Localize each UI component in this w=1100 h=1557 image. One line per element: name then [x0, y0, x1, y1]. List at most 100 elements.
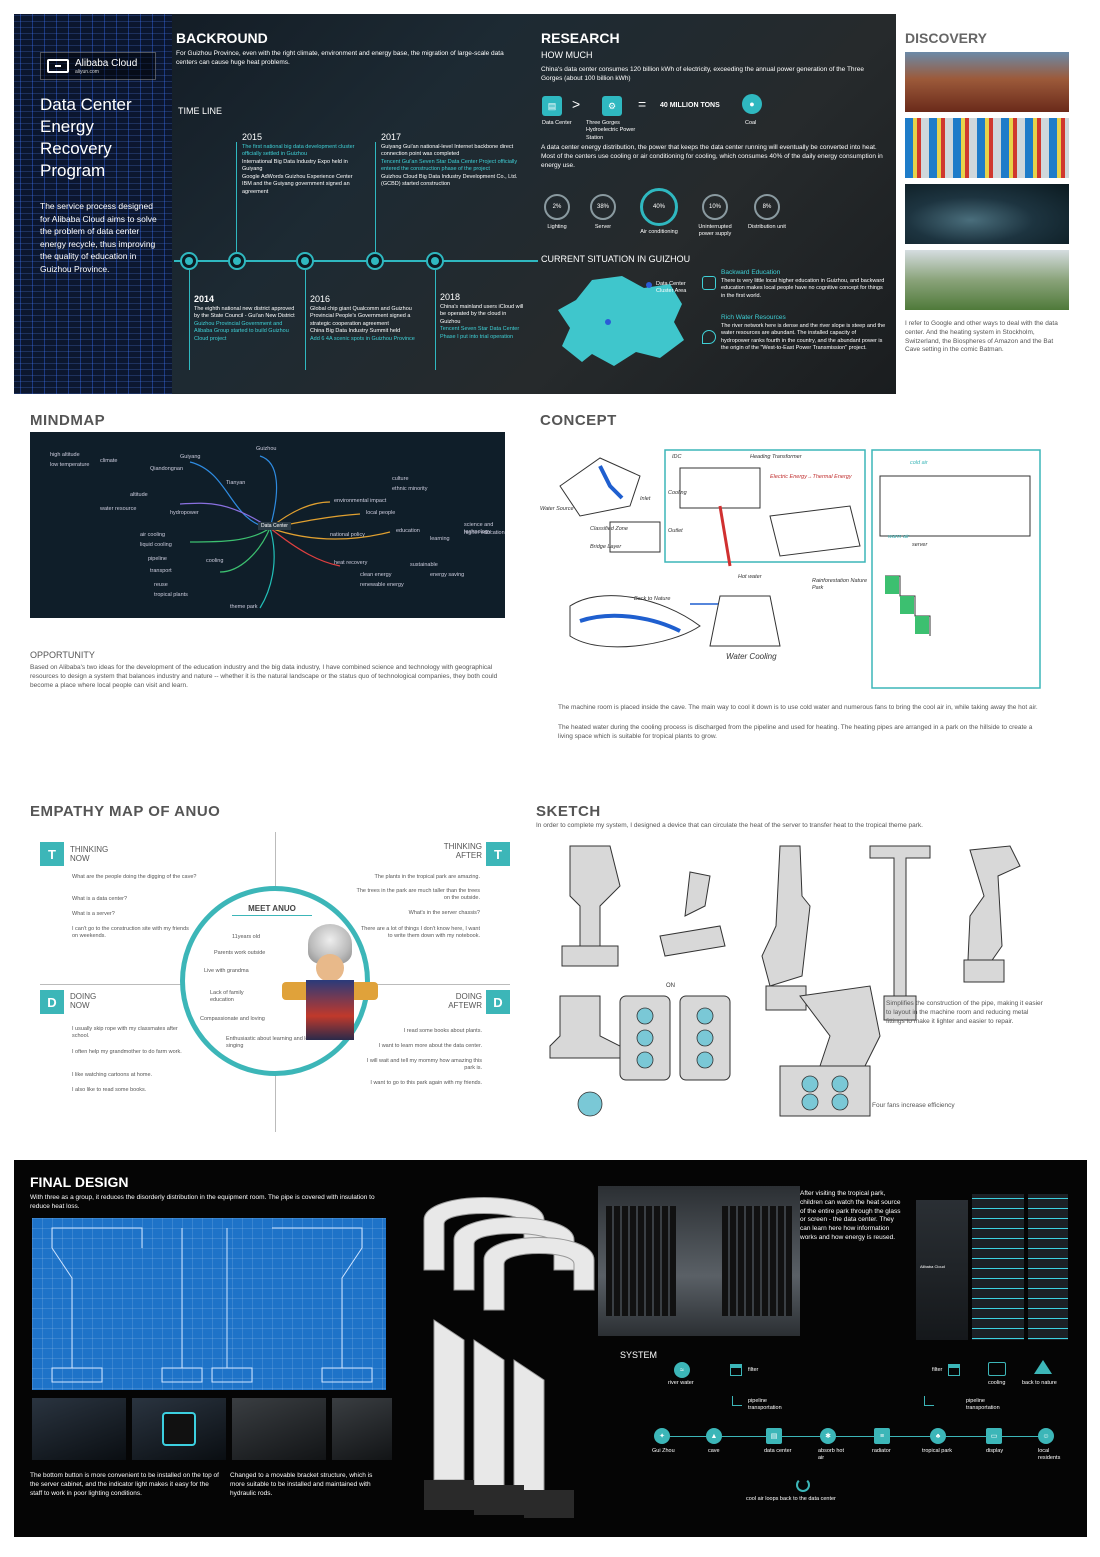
mountain-sketch	[559, 457, 641, 517]
thinking-after-item: The plants in the tropical park are amaz…	[374, 874, 480, 880]
mindmap-heading: MINDMAP	[30, 412, 106, 429]
mindmap-node: hydropower	[170, 510, 199, 516]
system-label: river water	[668, 1380, 694, 1386]
mindmap-node: pipeline	[148, 556, 167, 562]
flow-label: display	[986, 1448, 1004, 1454]
mindmap-node: ethnic minority	[392, 486, 428, 492]
research-text: China's data center consumes 120 billion…	[541, 66, 864, 82]
system-heading: SYSTEM	[620, 1350, 658, 1360]
mindmap-node: renewable energy	[360, 582, 404, 588]
event-text: International Big Data Industry Expo hel…	[242, 158, 353, 195]
detail-image-hydraulic	[332, 1398, 392, 1460]
mindmap-node: theme park	[230, 604, 258, 610]
cabinet-brand: Alibaba Cloud	[920, 1264, 945, 1269]
visit-text: After visiting the tropical park, childr…	[800, 1190, 901, 1241]
residents-icon: ☺	[1038, 1428, 1054, 1444]
system-label: pipeline transportation	[748, 1398, 782, 1412]
fan-unit-icon	[162, 1412, 196, 1446]
sketch-text: In order to complete my system, I design…	[536, 822, 923, 829]
doing-after-badge: D	[486, 990, 510, 1014]
anuo-costume	[306, 980, 354, 1040]
water-drop-icon	[702, 330, 716, 344]
mindmap-node: Tianyan	[226, 480, 246, 486]
discovery-text: I refer to Google and other ways to deal…	[905, 320, 1058, 354]
concept-label: Electric Energy→Thermal Energy	[770, 474, 852, 480]
research-heading: RESEARCH	[541, 30, 620, 46]
event-text: China's mainland users iCloud will be op…	[440, 304, 524, 325]
mindmap-node: cooling	[206, 558, 224, 564]
project-intro: The service process designed for Alibaba…	[40, 201, 157, 274]
system-label: back to nature	[1022, 1380, 1057, 1386]
ring-ups: 10% Uninterrupted power supply	[692, 194, 738, 239]
palm-tree-icon: ♣	[930, 1428, 946, 1444]
data-center-icon: ▤	[542, 96, 562, 116]
loop-label: cool air loops back to the data center	[746, 1496, 836, 1502]
education-icon	[702, 276, 716, 290]
mindmap-node: local people	[366, 510, 396, 516]
timeline-connector	[435, 270, 436, 370]
concept-label: Heading Transformer	[750, 454, 802, 460]
event-text: Guizhou Cloud Big Data Industry Developm…	[381, 173, 518, 188]
mindmap-node: altitude	[130, 492, 148, 498]
mindmap-node: water resource	[100, 506, 137, 512]
thinking-now-badge: T	[40, 842, 64, 866]
mindmap-node: high altitude	[50, 452, 80, 458]
system-label: filter	[932, 1367, 943, 1373]
discovery-image-stockholm	[905, 52, 1069, 112]
flow-label: cave	[708, 1448, 720, 1454]
ring-distribution: 8% Distribution unit	[742, 194, 792, 231]
guizhou-province-shape	[558, 276, 684, 366]
legend-dot	[646, 282, 652, 288]
event-year: 2018	[440, 292, 461, 302]
meet-anuo-title: MEET ANUO	[232, 904, 312, 916]
timeline-event-2017: 2017 Guiyang Gui'an national-level Inter…	[381, 132, 519, 189]
concept-sketch	[559, 449, 1041, 689]
server-cabinet-2	[972, 1194, 1024, 1340]
detail-image-button	[32, 1398, 126, 1460]
mindmap-center: Data Center	[258, 522, 291, 530]
filter-icon	[948, 1364, 960, 1376]
final-caption-2: Changed to a movable bracket structure, …	[230, 1472, 373, 1497]
energy-comparison: ▤ Data Center > ⚙ Three Gorges Hydroelec…	[542, 94, 887, 141]
thinking-after-item: The trees in the park are much taller th…	[356, 888, 480, 902]
anuo-trait: Lack of family education	[210, 990, 244, 1004]
event-highlight: Add 6 4A scenic spots in Guizhou Provinc…	[310, 335, 415, 342]
data-center-icon: ▤	[766, 1428, 782, 1444]
event-highlight: Tencent Gui'an Seven Star Data Center Pr…	[381, 158, 518, 173]
concept-text-1: The machine room is placed inside the ca…	[558, 704, 1038, 711]
anuo-trait: Parents work outside	[214, 950, 266, 956]
coal-icon: ●	[742, 94, 762, 114]
mindmap-node: science and technology	[464, 522, 494, 536]
concept-label: Water Cooling	[726, 652, 777, 661]
data-center-marker	[605, 319, 611, 325]
compare-op: =	[638, 96, 647, 112]
thinking-now-item: What are the people doing the digging of…	[72, 874, 197, 880]
ring-air-conditioning: 40% Air conditioning	[634, 188, 684, 236]
discovery-heading: DISCOVERY	[905, 30, 987, 46]
thinking-now-item: What is a server?	[72, 911, 115, 917]
final-heading: FINAL DESIGN	[30, 1174, 129, 1190]
doing-now-badge: D	[40, 990, 64, 1014]
anuo-trait: Enthusiastic about learning and love sin…	[226, 1036, 315, 1050]
final-design-panel: FINAL DESIGN With three as a group, it r…	[14, 1160, 1087, 1537]
sketch-pipe-1	[569, 845, 621, 947]
event-highlight: The first national big data development …	[242, 144, 355, 158]
river-water-icon: ≈	[674, 1362, 690, 1378]
recycle-icon	[796, 1478, 810, 1492]
anuo-portrait	[282, 924, 378, 1042]
event-year: 2014	[194, 294, 215, 304]
thinking-after-title: THINKING AFTER	[443, 842, 482, 860]
discovery-image-google-pipes	[905, 118, 1069, 178]
mindmap-node: higher education	[464, 530, 505, 536]
logo-sub: aliyun.com	[75, 68, 99, 75]
timeline-line	[174, 260, 538, 262]
timeline-event-2016: 2016 Global chip giant Qualcomm and Guiz…	[310, 294, 428, 343]
mindmap-node: Guizhou	[256, 446, 277, 452]
discovery-image-batcave	[905, 184, 1069, 244]
mindmap-node: Guiyang	[180, 454, 201, 460]
doing-now-item: I usually skip rope with my classmates a…	[72, 1026, 178, 1040]
concept-text-2: The heated water during the cooling proc…	[558, 724, 1033, 740]
situation-water: Rich Water Resources The river network h…	[721, 314, 886, 352]
ring-server: 38% Server	[588, 194, 618, 231]
mindmap-node: environmental impact	[334, 498, 387, 504]
